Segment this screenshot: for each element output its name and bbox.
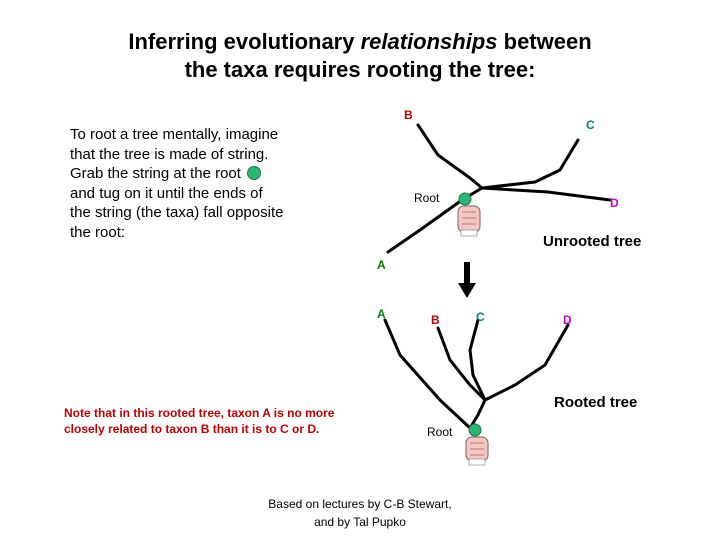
unrooted-caption: Unrooted tree	[543, 233, 642, 250]
rooted-caption: Rooted tree	[554, 394, 638, 411]
unrooted-branch-internal	[386, 186, 484, 254]
unrooted-branch-c	[480, 138, 580, 190]
rooted-label-a: A	[377, 307, 386, 321]
unrooted-label-b: B	[404, 108, 413, 122]
unrooted-label-a: A	[377, 258, 386, 272]
unrooted-root-label: Root	[414, 191, 440, 205]
unrooted-branch-d	[480, 186, 612, 202]
rooted-branch-d	[483, 323, 570, 402]
rooted-branch-a	[383, 318, 472, 430]
note-text: Note that in this rooted tree, taxon A i…	[64, 406, 335, 436]
unrooted-label-c: C	[586, 118, 595, 132]
rooted-label-c: C	[476, 310, 485, 324]
down-arrow-icon	[458, 262, 476, 298]
rooted-root-dot	[468, 423, 482, 437]
rooted-tree	[383, 318, 570, 430]
rooted-branch-c	[468, 318, 487, 402]
rooted-root-label: Root	[427, 425, 453, 439]
unrooted-tree	[386, 123, 612, 254]
credit-text: Based on lectures by C-B Stewart, and by…	[268, 497, 452, 529]
unrooted-label-d: D	[610, 196, 619, 210]
rooted-branch-stem	[468, 398, 487, 430]
unrooted-hand-icon	[457, 205, 481, 237]
title-emphasis: relationships	[360, 29, 498, 54]
instructions-text: To root a tree mentally, imagine that th…	[70, 126, 284, 241]
root-dot-icon	[247, 166, 262, 180]
rooted-branch-b	[436, 326, 487, 402]
slide-title: Inferring evolutionary relationships bet…	[128, 29, 592, 82]
rooted-hand-icon	[465, 436, 489, 466]
unrooted-branch-b	[416, 123, 484, 190]
rooted-label-d: D	[563, 313, 572, 327]
rooted-label-b: B	[431, 313, 440, 327]
unrooted-root-dot	[458, 192, 472, 206]
